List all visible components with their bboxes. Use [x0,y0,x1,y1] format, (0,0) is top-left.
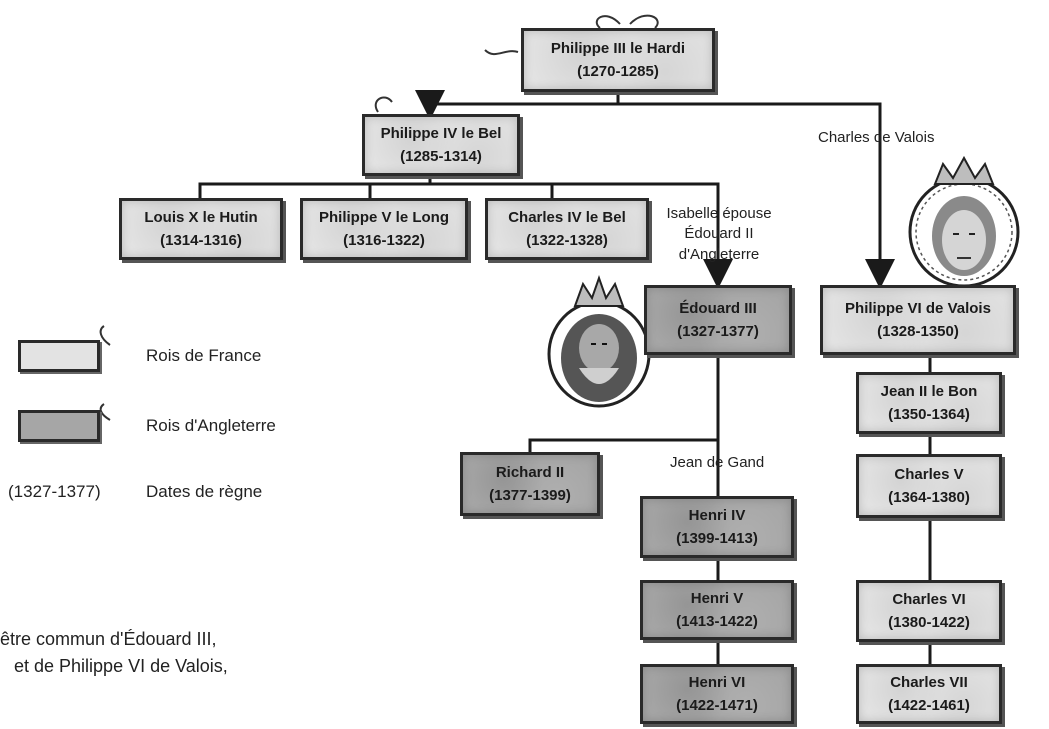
box-charles-vii: Charles VII (1422-1461) [856,664,1002,724]
label-isabelle-line2: Édouard II [684,225,754,243]
label-isabelle-line1: Isabelle épouse [666,205,772,222]
box-henri-v: Henri V (1413-1422) [640,580,794,640]
king-dates: (1350-1364) [888,406,970,423]
label-isabelle-line3: d'Angleterre [678,245,760,263]
king-name: Édouard III [679,299,757,317]
label-charles-de-valois: Charles de Valois [818,129,935,146]
portrait-edouard-iii [547,274,651,408]
king-name: Philippe IV le Bel [380,124,502,142]
portrait-philippe-vi [908,155,1020,288]
box-richard-ii: Richard II (1377-1399) [460,452,600,516]
king-name: Louis X le Hutin [144,208,258,226]
legend-dates-example: (1327-1377) [8,482,101,501]
king-dates: (1270-1285) [577,63,659,80]
label-jean-de-gand: Jean de Gand [670,454,765,471]
king-dates: (1364-1380) [888,489,970,506]
box-philippe-v: Philippe V le Long (1316-1322) [300,198,468,260]
king-dates: (1314-1316) [160,232,242,249]
box-philippe-iii: Philippe III le Hardi (1270-1285) [521,28,715,92]
box-charles-iv: Charles IV le Bel (1322-1328) [485,198,649,260]
king-name: Charles IV le Bel [508,208,626,226]
king-dates: (1285-1314) [400,148,482,165]
box-louis-x: Louis X le Hutin (1314-1316) [119,198,283,260]
king-dates: (1316-1322) [343,232,425,249]
king-dates: (1422-1471) [676,697,758,714]
legend-france-swatch [18,340,100,372]
line-philippe3-philippe4 [415,90,620,120]
legend-france-label: Rois de France [146,346,262,365]
legend-england-label: Rois d'Angleterre [146,416,276,435]
vine-ornament [595,14,659,29]
king-name: Charles VI [892,590,966,608]
label-isabelle: Isabelle épouse Édouard II d'Angleterre [660,204,778,265]
king-dates: (1322-1328) [526,232,608,249]
king-name: Philippe V le Long [318,208,449,226]
line-philippe3-valois [616,102,895,289]
king-dates: (1422-1461) [888,697,970,714]
caption-line1: être commun d'Édouard III, [0,629,217,649]
box-philippe-vi: Philippe VI de Valois (1328-1350) [820,285,1016,355]
caption-text: être commun d'Édouard III, et de Philipp… [0,626,228,680]
box-jean-ii: Jean II le Bon (1350-1364) [856,372,1002,434]
king-dates: (1380-1422) [888,614,970,631]
legend-dates-label: Dates de règne [146,482,263,501]
legend-england-swatch [18,410,100,442]
king-dates: (1327-1377) [677,323,759,340]
king-name: Philippe VI de Valois [845,299,991,317]
box-charles-v: Charles V (1364-1380) [856,454,1002,518]
king-name: Jean II le Bon [880,382,978,400]
box-edouard-iii: Édouard III (1327-1377) [644,285,792,355]
caption-line2: et de Philippe VI de Valois, [14,656,228,676]
king-dates: (1413-1422) [676,613,758,630]
king-dates: (1328-1350) [877,323,959,340]
box-philippe-iv: Philippe IV le Bel (1285-1314) [362,114,520,176]
line-edouard3-descendants [528,354,720,454]
king-name: Charles VII [890,673,968,691]
king-dates: (1399-1413) [676,530,758,547]
line-philippe4-children [198,174,432,200]
king-name: Richard II [495,463,565,481]
king-name: Henri IV [688,506,746,524]
king-name: Henri VI [688,673,746,691]
king-dates: (1377-1399) [489,487,571,504]
king-name: Philippe III le Hardi [550,39,686,57]
box-henri-vi: Henri VI (1422-1471) [640,664,794,724]
king-name: Henri V [690,589,744,607]
king-name: Charles V [894,465,964,483]
box-henri-iv: Henri IV (1399-1413) [640,496,794,558]
box-charles-vi: Charles VI (1380-1422) [856,580,1002,642]
